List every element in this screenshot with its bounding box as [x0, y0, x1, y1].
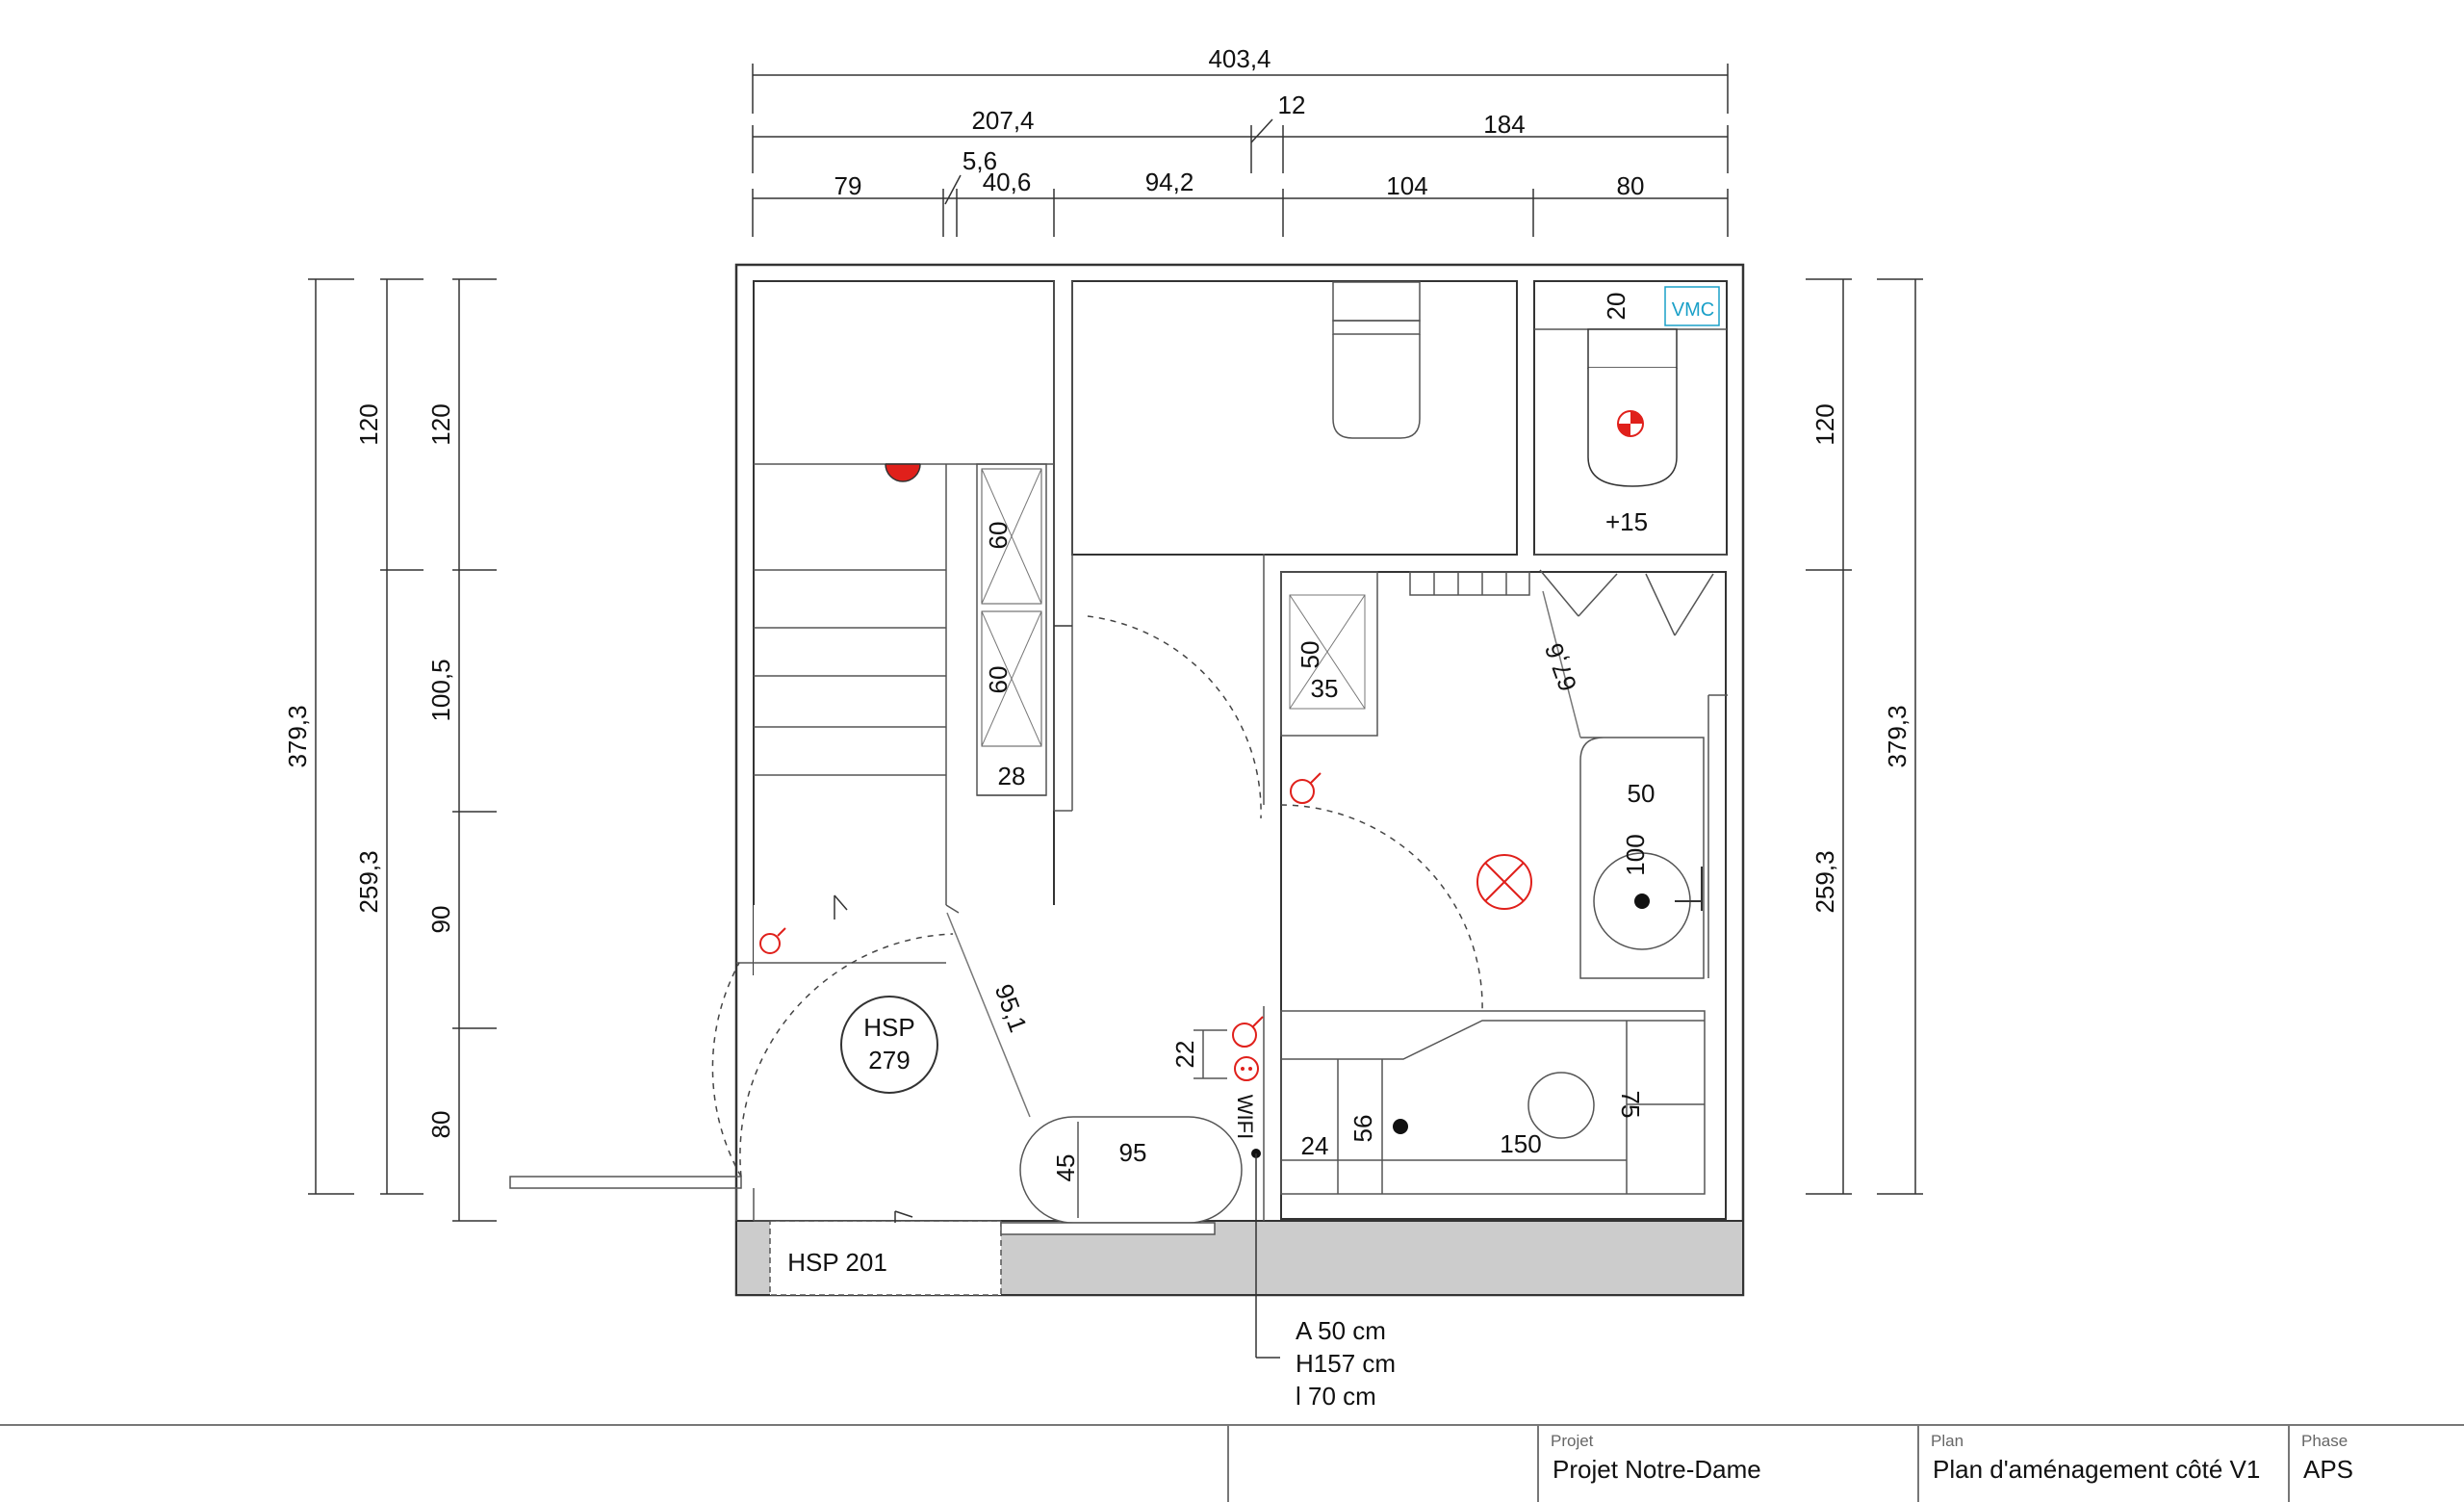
dim-wall-width: 12	[1278, 91, 1306, 119]
dim-wc-width: 80	[1617, 171, 1645, 200]
dim-washbasin-length: 100	[1621, 834, 1650, 875]
dim-bathtub-length: 95	[1119, 1138, 1147, 1167]
level-label: +15	[1605, 507, 1648, 536]
dim-vmc-depth: 20	[1602, 293, 1630, 321]
dim-left-width: 207,4	[971, 106, 1034, 135]
dim-segment-2: 100,5	[426, 659, 455, 721]
right-dimension-labels: 120 379,3 259,3	[1810, 403, 1912, 913]
dim-segment-3: 90	[426, 906, 455, 934]
dim-shower-length: 150	[1500, 1129, 1541, 1158]
lower-height-label: HSP 201	[787, 1248, 887, 1277]
dim-hall-width: 94,2	[1145, 168, 1194, 196]
dim-cabinet-depth: 35	[1311, 674, 1339, 703]
annotation-line-1: A 50 cm	[1296, 1316, 1386, 1345]
wc-right	[1534, 286, 1727, 487]
dim-closet-lower: 60	[984, 666, 1013, 694]
dim-shower-width: 24	[1301, 1131, 1329, 1160]
stair-arrow	[834, 894, 848, 919]
top-dimension-labels: 403,4 207,4 12 184 79 5,6 40,6 94,2 104 …	[834, 44, 1645, 200]
title-cell-project: Projet Projet Notre-Dame	[1537, 1426, 1917, 1502]
phase-value: APS	[2303, 1455, 2354, 1484]
folding-door	[1534, 554, 1727, 636]
dim-lower-height-right: 259,3	[1810, 850, 1839, 913]
dim-bath-width: 104	[1386, 171, 1427, 200]
hall-walls	[736, 281, 1282, 1221]
dim-basin-depth: 75	[1616, 1091, 1645, 1119]
dim-closet-width: 40,6	[983, 168, 1032, 196]
title-block: Projet Projet Notre-Dame Plan Plan d'amé…	[0, 1424, 2464, 1502]
dim-guide-951	[946, 912, 1031, 1118]
dim-right-width: 184	[1483, 110, 1525, 139]
wifi-label: WIFI	[1233, 1095, 1257, 1139]
annotation-leader	[1251, 1149, 1280, 1359]
closet-left	[976, 463, 1047, 796]
dim-socket-spacing: 22	[1170, 1041, 1199, 1069]
dim-upper-height-right: 120	[1810, 403, 1839, 445]
bath-fixtures	[1280, 1010, 1706, 1195]
annotation-line-2: H157 cm	[1296, 1349, 1396, 1378]
phase-caption: Phase	[2301, 1432, 2348, 1450]
title-cell-plan: Plan Plan d'aménagement côté V1	[1917, 1426, 2288, 1502]
plan-labels: HSP 279 HSP 201 WIFI A 50 cm H157 cm l 7…	[787, 1013, 1396, 1411]
dim-total-width: 403,4	[1208, 44, 1270, 73]
entry-door-frame	[509, 1176, 755, 1221]
radiator-bars	[1409, 571, 1530, 596]
vmc-label: VMC	[1672, 299, 1714, 321]
plan-name: Plan d'aménagement côté V1	[1933, 1455, 2261, 1484]
dim-total-height-left: 379,3	[283, 705, 312, 767]
ceiling-light-x	[1476, 854, 1532, 910]
dim-washbasin-width: 50	[1628, 779, 1656, 808]
dim-bracket-22	[1194, 1029, 1227, 1079]
top-dimension-chains	[752, 64, 1729, 237]
hall-doors	[711, 615, 1483, 1178]
dim-cabinet-height: 50	[1296, 641, 1324, 669]
dim-total-height-right: 379,3	[1883, 705, 1912, 767]
dim-upper-height-left: 120	[354, 403, 383, 445]
left-dimension-labels: 379,3 120 259,3 120 100,5 90 80	[283, 403, 455, 1138]
annotation-line-3: l 70 cm	[1296, 1382, 1376, 1411]
dim-bathtub-width: 45	[1051, 1154, 1080, 1182]
washbasin	[1579, 694, 1728, 979]
dim-closet-upper: 60	[984, 522, 1013, 550]
dim-small-gap: 5,6	[962, 146, 997, 175]
dim-stair-width: 79	[834, 171, 862, 200]
smoke-detector-stair	[885, 463, 921, 482]
floor-plan-drawing: 403,4 207,4 12 184 79 5,6 40,6 94,2 104 …	[283, 44, 1923, 1411]
title-cell-empty	[1227, 1426, 1537, 1502]
dim-segment-4: 80	[426, 1111, 455, 1139]
title-cell-phase: Phase APS	[2288, 1426, 2464, 1502]
dim-segment-1: 120	[426, 403, 455, 445]
room-height-marker	[840, 996, 938, 1094]
toilet-main	[1332, 281, 1421, 439]
dim-lower-height-left: 259,3	[354, 850, 383, 913]
left-dimension-chains	[308, 278, 497, 1222]
dim-closet-depth: 28	[998, 762, 1026, 790]
electrical-symbols	[759, 772, 1322, 1081]
dim-shower-depth: 56	[1348, 1115, 1377, 1143]
plan-caption: Plan	[1931, 1432, 1964, 1450]
cabinet-bathroom	[1280, 571, 1378, 737]
project-caption: Projet	[1551, 1432, 1594, 1450]
hsp-value: 279	[868, 1046, 910, 1075]
lower-threshold	[754, 1210, 1216, 1296]
dim-guide-676	[1542, 590, 1581, 738]
project-name: Projet Notre-Dame	[1553, 1455, 1761, 1484]
hsp-label: HSP	[863, 1013, 914, 1042]
right-dimension-chains	[1806, 278, 1923, 1195]
